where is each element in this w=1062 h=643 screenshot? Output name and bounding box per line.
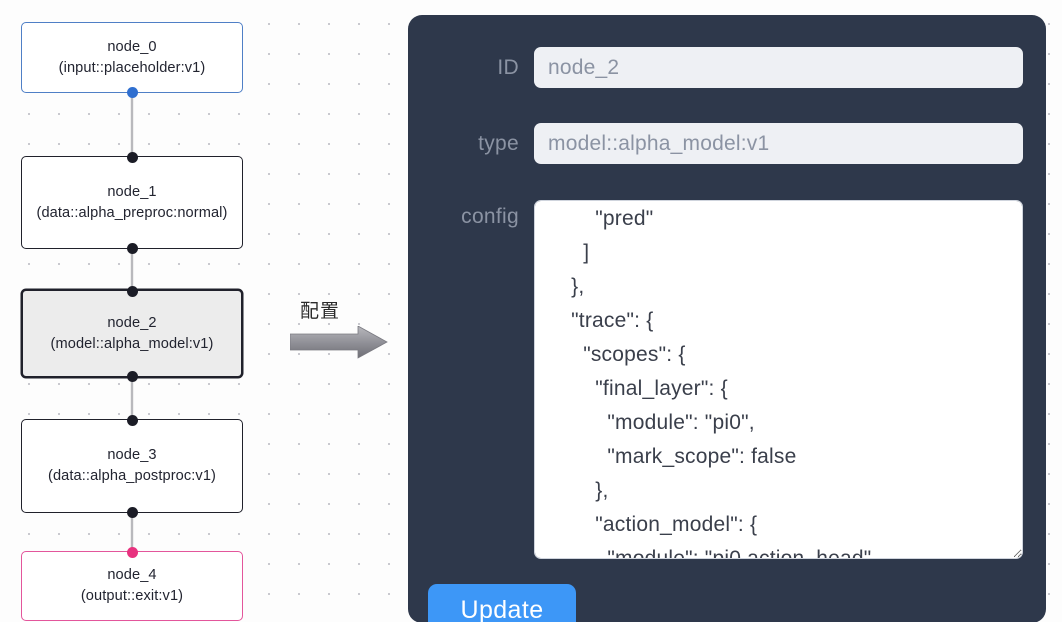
graph-node-node_0[interactable]: node_0 (input::placeholder:v1): [21, 22, 243, 98]
node-port-input[interactable]: [126, 285, 138, 297]
node-subtitle: (output::exit:v1): [80, 588, 184, 604]
configure-annotation: 配置: [290, 296, 400, 360]
id-input[interactable]: [534, 47, 1023, 88]
node-subtitle: (data::alpha_postproc:v1): [48, 468, 216, 484]
node-title: node_3: [107, 447, 157, 464]
node-port-output[interactable]: [126, 86, 138, 98]
field-row-type: type: [408, 123, 1046, 164]
type-field-label: type: [478, 132, 519, 155]
node-port-input[interactable]: [126, 151, 138, 163]
graph-node-node_3[interactable]: node_3 (data::alpha_postproc:v1): [21, 414, 243, 518]
node-title: node_0: [107, 38, 157, 55]
graph-node-node_2[interactable]: node_2 (model::alpha_model:v1): [21, 285, 243, 382]
graph-node-node_1[interactable]: node_1 (data::alpha_preproc:normal): [21, 151, 243, 254]
config-textarea[interactable]: "raw_action", "pred" ] }, "trace": { "sc…: [534, 200, 1023, 559]
node-subtitle: (data::alpha_preproc:normal): [36, 204, 228, 221]
node-title: node_2: [107, 314, 157, 331]
config-field-label: config: [461, 205, 519, 228]
node-subtitle: (model::alpha_model:v1): [50, 335, 214, 352]
node-config-panel: ID type config "raw_action", "pred" ] },…: [408, 15, 1046, 623]
annotation-label: 配置: [300, 300, 341, 322]
node-port-input[interactable]: [126, 414, 138, 426]
type-input[interactable]: [534, 123, 1023, 164]
field-row-config: config "raw_action", "pred" ] }, "trace"…: [408, 200, 1046, 559]
page-bottom-edge: [0, 622, 1062, 643]
node-title: node_1: [107, 183, 157, 200]
arrow-right-icon: [290, 326, 388, 359]
field-row-id: ID: [408, 47, 1046, 88]
graph-node-node_4[interactable]: node_4 (output::exit:v1): [21, 546, 243, 621]
node-port-input[interactable]: [126, 546, 138, 558]
node-title: node_4: [107, 567, 157, 584]
update-button[interactable]: Update: [428, 584, 576, 623]
node-port-output[interactable]: [126, 506, 138, 518]
id-field-label: ID: [497, 56, 519, 79]
node-port-output[interactable]: [126, 242, 138, 254]
node-port-output[interactable]: [126, 370, 138, 382]
node-subtitle: (input::placeholder:v1): [58, 59, 206, 76]
